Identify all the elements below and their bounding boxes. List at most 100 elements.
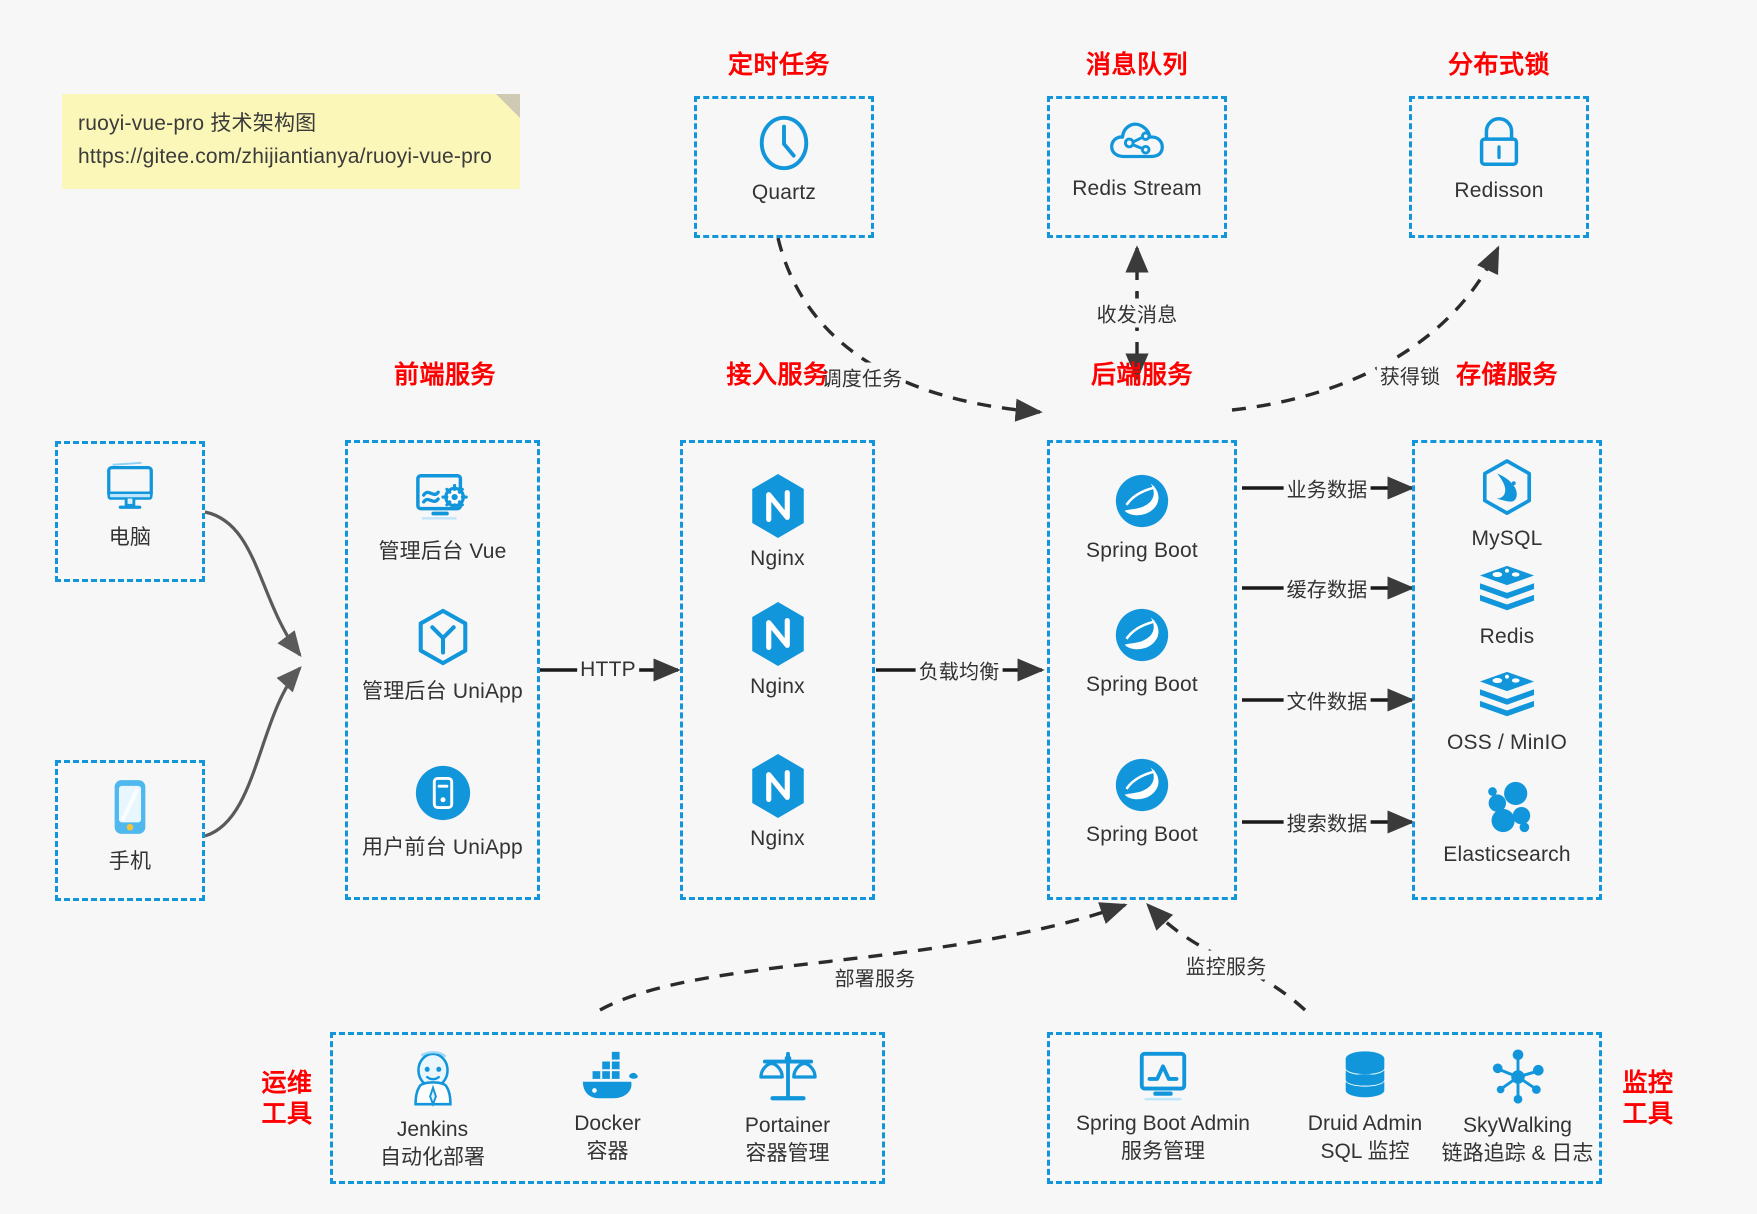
node-nginx-2[interactable]: Nginx bbox=[680, 600, 875, 699]
edge-label-monitor-service: 监控服务 bbox=[1182, 950, 1270, 980]
database-icon bbox=[1337, 1048, 1393, 1104]
node-label: Nginx bbox=[750, 675, 805, 698]
node-docker[interactable]: Docker 容器 bbox=[520, 1048, 695, 1167]
spring-boot-icon bbox=[1111, 754, 1173, 816]
smartphone-icon bbox=[106, 776, 154, 838]
docker-icon bbox=[575, 1048, 641, 1104]
node-label: Redis Stream bbox=[1072, 177, 1202, 200]
desktop-monitor-icon bbox=[99, 458, 161, 514]
node-nginx-1[interactable]: Nginx bbox=[680, 472, 875, 571]
node-label: 管理后台 Vue bbox=[378, 540, 507, 563]
group-phone bbox=[55, 760, 205, 901]
elasticsearch-icon bbox=[1476, 778, 1538, 836]
node-label: Nginx bbox=[750, 827, 805, 850]
edge-label-load-balance: 负载均衡 bbox=[915, 655, 1003, 685]
group-computer bbox=[55, 441, 205, 582]
spring-boot-icon bbox=[1111, 470, 1173, 532]
diagram-note: ruoyi-vue-pro 技术架构图 https://gitee.com/zh… bbox=[62, 94, 520, 190]
node-sublabel: 服务管理 bbox=[1121, 1140, 1205, 1164]
node-label: 管理后台 UniApp bbox=[362, 680, 523, 703]
node-skywalking[interactable]: SkyWalking 链路追踪 & 日志 bbox=[1430, 1048, 1605, 1169]
node-label: Nginx bbox=[750, 547, 805, 570]
node-label: Quartz bbox=[751, 181, 817, 204]
node-label: Druid Admin bbox=[1307, 1112, 1423, 1135]
note-title: ruoyi-vue-pro 技术架构图 bbox=[78, 112, 317, 135]
node-label: Spring Boot bbox=[1086, 673, 1198, 696]
note-fold-icon bbox=[496, 94, 520, 118]
edge-label-business-data: 业务数据 bbox=[1283, 473, 1371, 503]
group-title-message-queue: 消息队列 bbox=[1085, 51, 1188, 79]
spring-boot-icon bbox=[1111, 604, 1173, 666]
dashboard-gear-icon bbox=[410, 470, 476, 528]
group-devops-tools bbox=[330, 1032, 885, 1184]
group-monitor-tools bbox=[1047, 1032, 1602, 1184]
skywalking-node-icon bbox=[1487, 1048, 1549, 1106]
node-redis[interactable]: Redis bbox=[1412, 562, 1602, 649]
node-sublabel: SQL 监控 bbox=[1320, 1140, 1410, 1164]
node-computer[interactable]: 电脑 bbox=[55, 458, 205, 551]
portainer-scales-icon bbox=[757, 1048, 819, 1106]
node-sublabel: 容器 bbox=[586, 1140, 629, 1164]
oss-minio-icon bbox=[1476, 668, 1538, 724]
node-nginx-3[interactable]: Nginx bbox=[680, 752, 875, 851]
group-message-queue bbox=[1047, 96, 1227, 238]
group-title-gateway-service: 接入服务 bbox=[726, 361, 829, 389]
group-backend-service bbox=[1047, 440, 1237, 900]
group-storage-service bbox=[1412, 440, 1602, 900]
redis-icon bbox=[1476, 562, 1538, 618]
node-oss-minio[interactable]: OSS / MinIO bbox=[1412, 668, 1602, 755]
node-druid-admin[interactable]: Druid Admin SQL 监控 bbox=[1285, 1048, 1445, 1167]
node-label: 手机 bbox=[108, 850, 152, 873]
node-phone[interactable]: 手机 bbox=[55, 776, 205, 875]
group-scheduled-task bbox=[694, 96, 874, 238]
group-title-scheduled-task: 定时任务 bbox=[727, 51, 830, 79]
nginx-icon bbox=[747, 600, 809, 668]
node-sublabel: 容器管理 bbox=[745, 1142, 830, 1166]
edge-label-quartz-to-backend: 调度任务 bbox=[818, 362, 906, 392]
node-label: 电脑 bbox=[108, 526, 152, 549]
node-sublabel: 自动化部署 bbox=[380, 1146, 485, 1170]
lock-icon bbox=[1470, 112, 1528, 172]
node-redis-stream[interactable]: Redis Stream bbox=[1047, 112, 1227, 201]
node-label: Elasticsearch bbox=[1443, 843, 1571, 866]
node-label: MySQL bbox=[1471, 527, 1543, 550]
group-frontend-service bbox=[345, 440, 540, 900]
node-label: Portainer bbox=[744, 1114, 831, 1137]
mysql-icon bbox=[1479, 458, 1535, 520]
cloud-network-icon bbox=[1106, 112, 1168, 170]
node-redisson[interactable]: Redisson bbox=[1409, 112, 1589, 203]
node-spring-boot-3[interactable]: Spring Boot bbox=[1047, 754, 1237, 847]
group-title-distributed-lock: 分布式锁 bbox=[1447, 51, 1550, 79]
node-label: 用户前台 UniApp bbox=[362, 836, 523, 859]
nginx-icon bbox=[747, 752, 809, 820]
edge-label-cache-data: 缓存数据 bbox=[1283, 573, 1371, 603]
node-spring-boot-2[interactable]: Spring Boot bbox=[1047, 604, 1237, 697]
edge-devops-to-backend bbox=[599, 902, 1128, 1012]
note-url: https://gitee.com/zhijiantianya/ruoyi-vu… bbox=[78, 144, 493, 168]
edge-label-backend-to-lock: 获得锁 bbox=[1376, 360, 1444, 390]
group-title-backend-service: 后端服务 bbox=[1090, 361, 1193, 389]
group-title-devops-tools: 运维 工具 bbox=[261, 1069, 313, 1129]
node-label: Redis bbox=[1479, 625, 1535, 648]
node-label: Spring Boot Admin bbox=[1076, 1112, 1250, 1135]
clock-icon bbox=[753, 112, 815, 174]
node-spring-boot-admin[interactable]: Spring Boot Admin 服务管理 bbox=[1058, 1048, 1268, 1167]
node-mysql[interactable]: MySQL bbox=[1412, 458, 1602, 551]
jenkins-icon bbox=[402, 1048, 464, 1110]
node-user-uniapp[interactable]: 用户前台 UniApp bbox=[345, 762, 540, 861]
node-label: SkyWalking bbox=[1463, 1114, 1572, 1137]
node-label: Jenkins bbox=[396, 1118, 469, 1141]
node-quartz[interactable]: Quartz bbox=[694, 112, 874, 205]
group-title-frontend-service: 前端服务 bbox=[393, 361, 496, 389]
group-distributed-lock bbox=[1409, 96, 1589, 238]
node-admin-uniapp[interactable]: 管理后台 UniApp bbox=[345, 606, 540, 705]
edge-label-backend-to-mq: 收发消息 bbox=[1093, 298, 1181, 328]
node-portainer[interactable]: Portainer 容器管理 bbox=[700, 1048, 875, 1169]
group-title-storage-service: 存储服务 bbox=[1455, 361, 1558, 389]
node-spring-boot-1[interactable]: Spring Boot bbox=[1047, 470, 1237, 563]
node-admin-vue[interactable]: 管理后台 Vue bbox=[345, 470, 540, 565]
node-label: OSS / MinIO bbox=[1446, 731, 1568, 754]
node-elasticsearch[interactable]: Elasticsearch bbox=[1412, 778, 1602, 867]
node-jenkins[interactable]: Jenkins 自动化部署 bbox=[345, 1048, 520, 1173]
